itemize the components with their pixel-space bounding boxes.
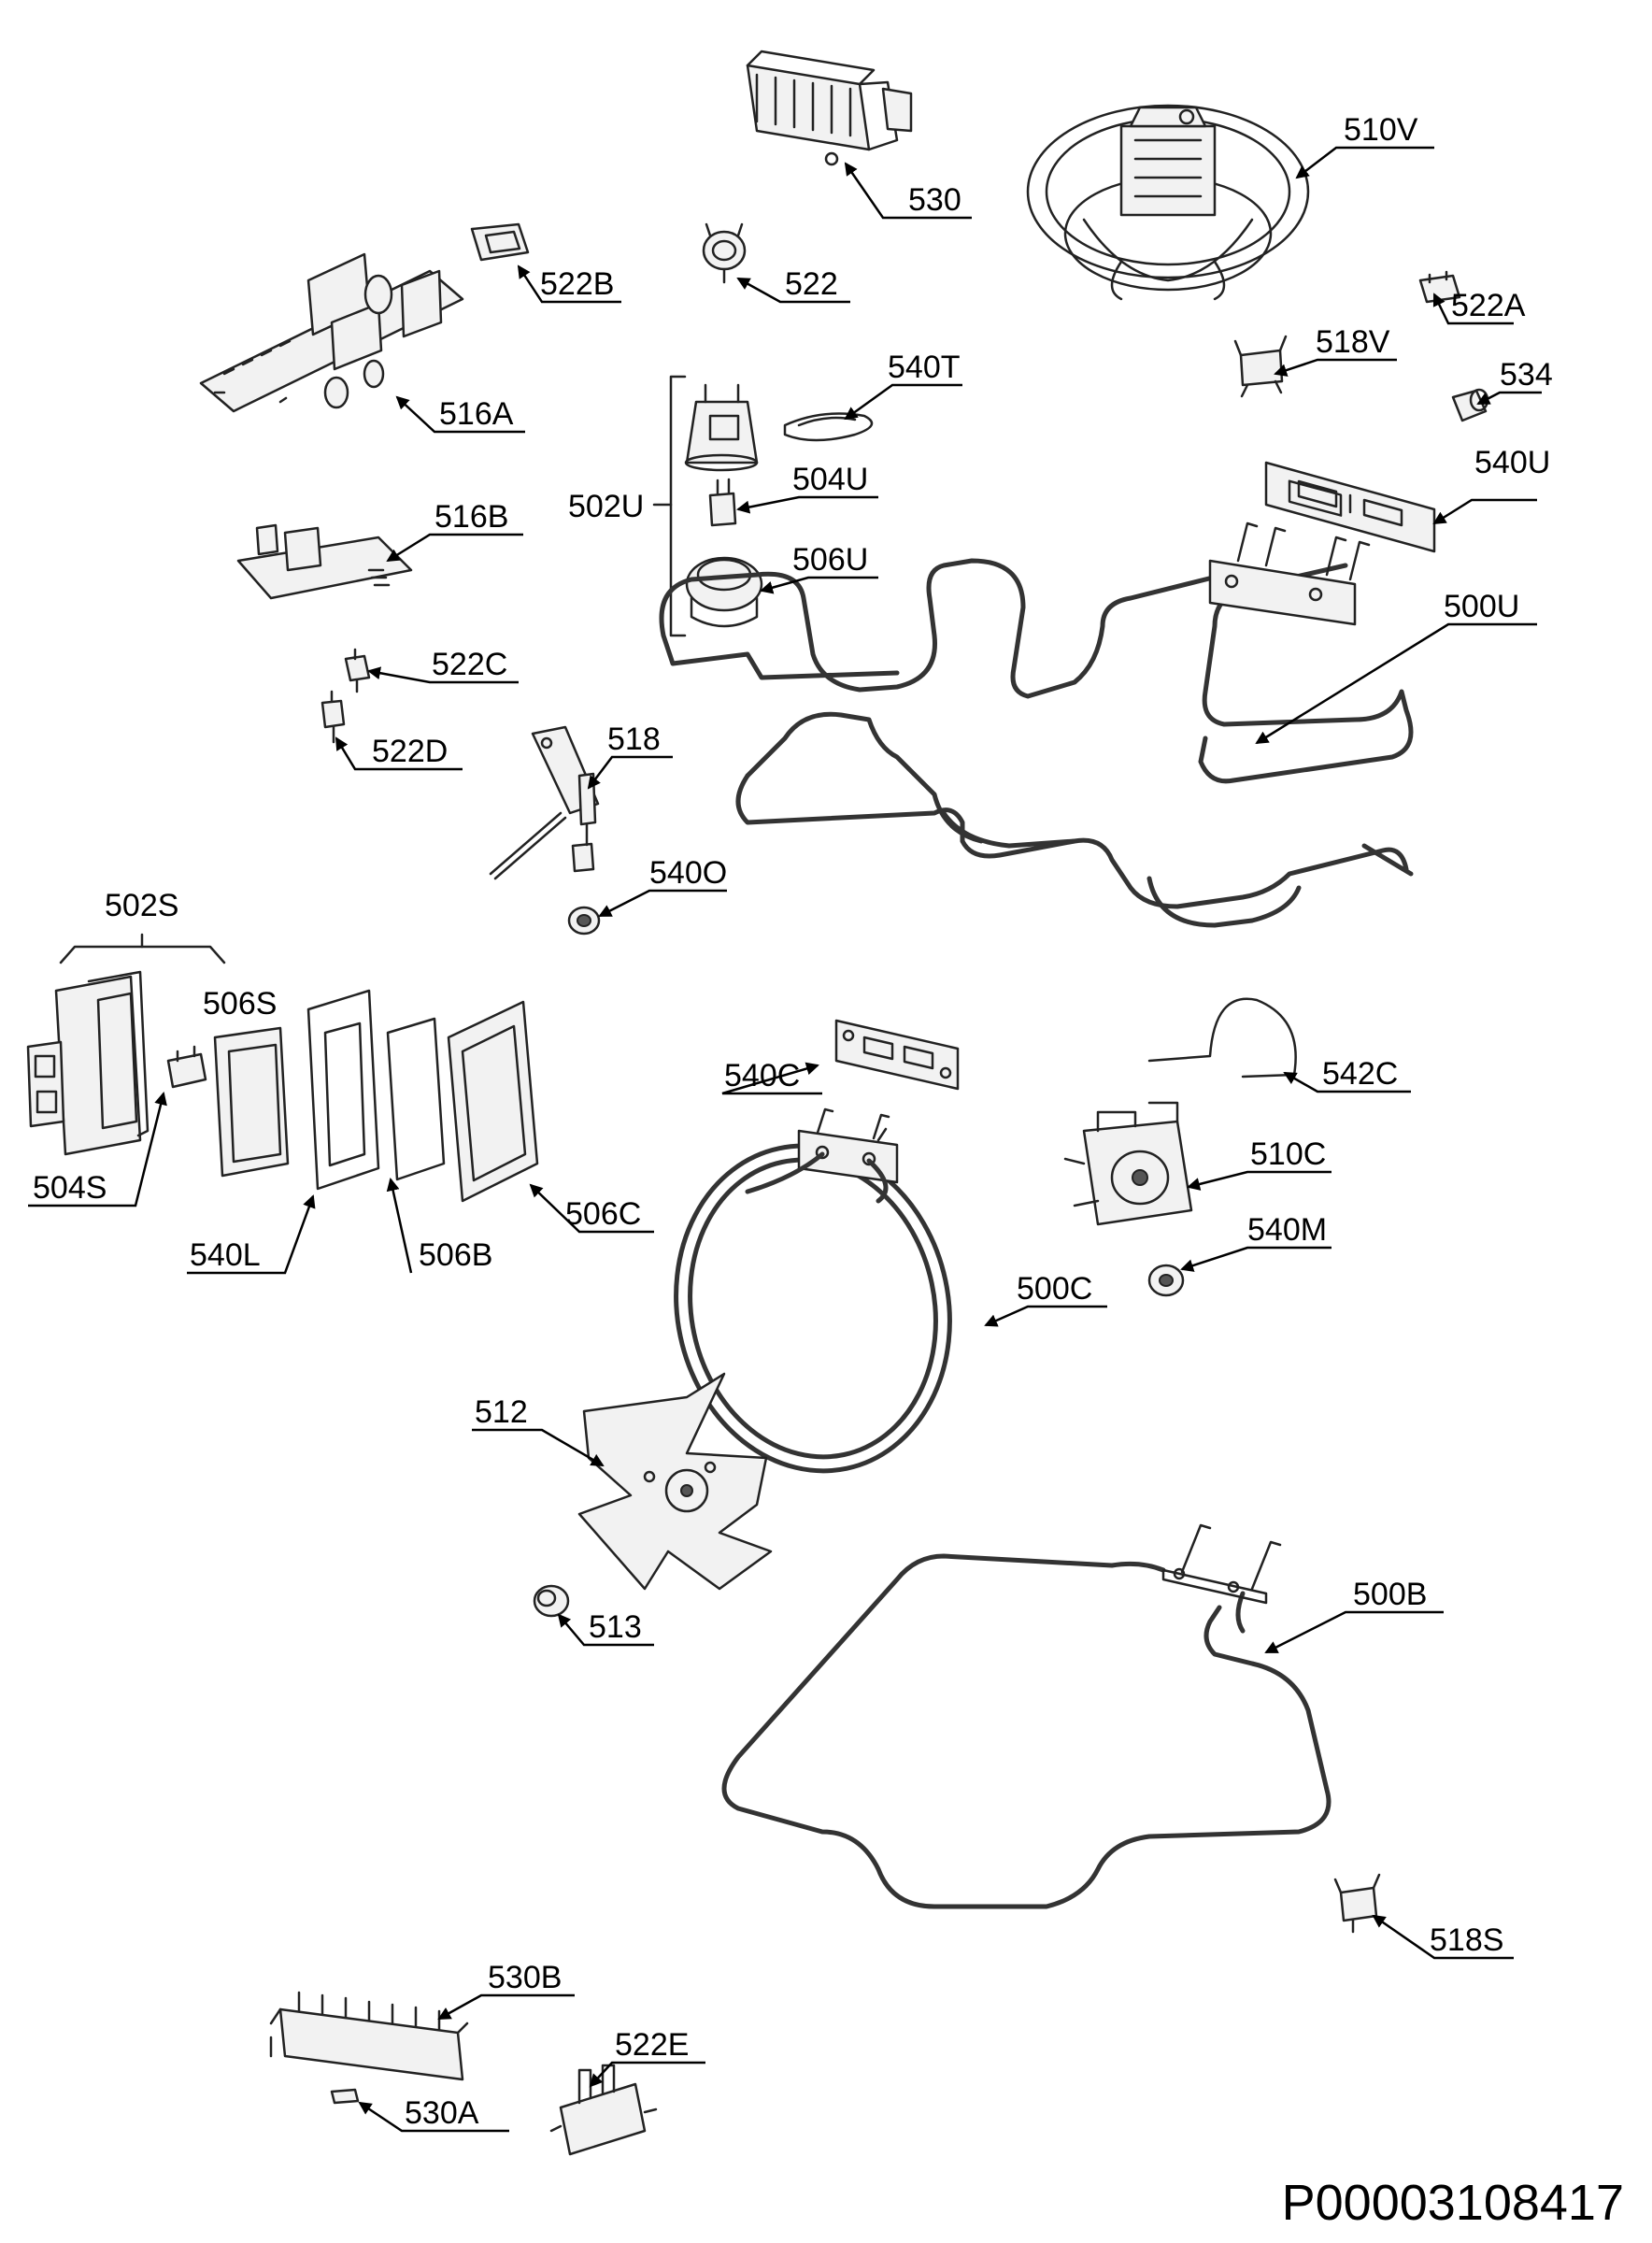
label-540U: 540U [1474, 445, 1550, 480]
part-518-thermostat-probe [489, 725, 600, 880]
label-540T: 540T [888, 350, 961, 385]
label-504U: 504U [792, 462, 868, 497]
label-540O: 540O [649, 855, 727, 891]
label-540M: 540M [1247, 1212, 1327, 1248]
label-530: 530 [908, 182, 961, 218]
label-522A: 522A [1451, 288, 1526, 323]
label-500B: 500B [1353, 1577, 1427, 1612]
label-522E: 522E [615, 2027, 689, 2063]
label-502U: 502U [568, 489, 644, 524]
part-518V-thermostat [1233, 335, 1288, 398]
part-542C-clip [1147, 997, 1297, 1079]
label-522C: 522C [432, 647, 507, 682]
label-513: 513 [589, 1609, 642, 1645]
part-522A-clip [1418, 270, 1461, 304]
label-530A: 530A [405, 2095, 479, 2131]
part-510C-motor [1063, 1101, 1193, 1226]
label-512: 512 [475, 1394, 528, 1430]
part-502U-lamp-holder [684, 383, 759, 472]
bracket-502U [669, 375, 687, 637]
part-540M-grommet [1147, 1264, 1185, 1297]
part-516B-pcb [236, 523, 413, 600]
part-510V-cooling-fan [1026, 104, 1310, 301]
label-506U: 506U [792, 542, 868, 578]
label-518V: 518V [1316, 324, 1390, 360]
part-522B-clip [470, 222, 530, 262]
part-506U-lamp-cover [685, 556, 763, 628]
drawing-code: P00003108417 [1282, 2175, 1624, 2231]
label-518: 518 [607, 721, 661, 757]
label-506C: 506C [565, 1196, 641, 1232]
label-522B: 522B [540, 266, 614, 302]
part-504S-lamp [166, 1045, 207, 1089]
part-502S-lamp-assembly [26, 970, 150, 1156]
part-506C-frame [447, 1000, 539, 1203]
part-500C-circular-element [674, 1107, 952, 1474]
part-530B-terminal-block [269, 1991, 469, 2081]
label-540C: 540C [724, 1058, 800, 1093]
label-542C: 542C [1322, 1056, 1398, 1092]
part-504U-lamp [708, 478, 737, 527]
part-522E-connector [549, 2064, 658, 2156]
label-510C: 510C [1250, 1136, 1326, 1172]
label-530B: 530B [488, 1960, 562, 1995]
part-labels: 530 510V 522B 522 522A 518V 534 516A 540… [33, 112, 1553, 2131]
part-530A-bridge [330, 2088, 360, 2105]
label-522: 522 [785, 266, 838, 302]
label-534: 534 [1500, 357, 1553, 393]
label-516A: 516A [439, 396, 514, 432]
part-522C-clip [344, 648, 371, 693]
part-540C-gasket-plate [834, 1019, 960, 1091]
label-500C: 500C [1017, 1271, 1092, 1307]
part-516A-pcb [199, 252, 464, 413]
part-530-terminal-block [746, 50, 913, 166]
part-506B-glass [386, 1017, 446, 1181]
leaders [28, 146, 1542, 2133]
label-502S: 502S [105, 888, 178, 923]
part-540L-gasket [306, 989, 380, 1191]
part-500U-top-heating-element [659, 521, 1414, 928]
part-513-nut [533, 1584, 570, 1618]
part-518S-thermostat [1333, 1873, 1381, 1934]
label-504S: 504S [33, 1170, 107, 1206]
part-540T-gasket [783, 412, 874, 442]
part-540U-gasket-plate [1264, 461, 1436, 553]
label-506S: 506S [203, 986, 277, 1021]
label-506B: 506B [419, 1237, 492, 1273]
label-516B: 516B [434, 499, 508, 535]
part-540O-grommet [567, 906, 601, 936]
label-500U: 500U [1444, 589, 1519, 624]
bracket-502S [59, 945, 226, 964]
part-522-cable-clamp [702, 222, 747, 284]
part-506S-lamp-cover [213, 1026, 290, 1178]
part-512-fan-blade [577, 1372, 773, 1591]
part-534-cap [1451, 388, 1489, 422]
label-518S: 518S [1430, 1922, 1503, 1958]
label-540L: 540L [190, 1237, 261, 1273]
label-522D: 522D [372, 734, 448, 769]
part-522D-clip [320, 690, 346, 744]
label-510V: 510V [1344, 112, 1418, 148]
part-500B-bottom-heating-element [721, 1523, 1332, 1909]
